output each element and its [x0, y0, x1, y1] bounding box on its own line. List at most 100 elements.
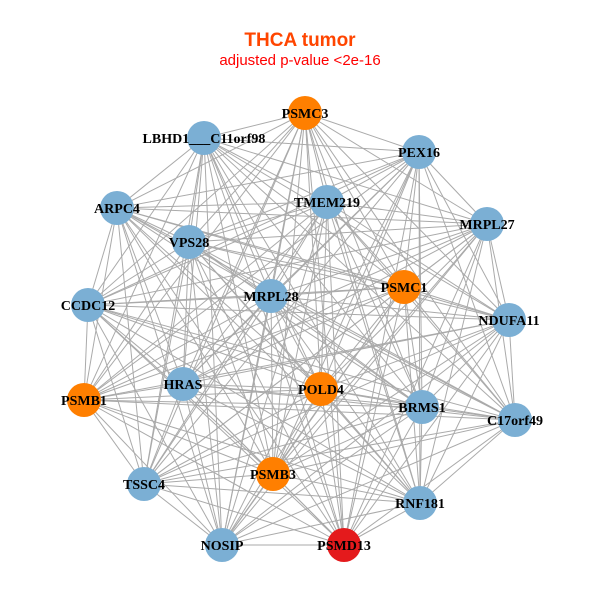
edge: [188, 241, 421, 504]
edge: [203, 137, 405, 288]
figure-title: THCA tumor: [244, 30, 356, 51]
edge: [87, 304, 223, 546]
edge: [421, 223, 488, 408]
node-psmc1: PSMC1: [381, 270, 427, 304]
edge: [116, 207, 274, 475]
edge: [320, 286, 405, 390]
edge: [182, 383, 516, 421]
node-circle: [470, 207, 504, 241]
node-pex16: PEX16: [398, 135, 440, 169]
node-arpc4: ARPC4: [94, 191, 140, 225]
node-label: C17orf49: [487, 414, 543, 429]
node-circle: [405, 390, 439, 424]
edge: [304, 112, 322, 390]
edge: [320, 388, 421, 504]
node-mrpl28: MRPL28: [243, 279, 299, 313]
edge: [182, 383, 223, 546]
edge: [270, 201, 328, 297]
edge: [87, 304, 322, 390]
edge: [116, 207, 345, 546]
node-label: MRPL27: [459, 218, 514, 233]
node-label: PSMB3: [250, 468, 296, 483]
edge: [272, 406, 423, 475]
edge: [83, 241, 190, 401]
edge: [188, 151, 420, 243]
edge: [83, 319, 510, 401]
node-circle: [127, 467, 161, 501]
node-label: RNF181: [395, 497, 445, 512]
edge: [326, 201, 510, 321]
edge: [304, 112, 420, 153]
edge: [203, 137, 322, 390]
edge: [87, 304, 423, 408]
edge: [221, 502, 421, 546]
node-label: ARPC4: [94, 202, 140, 217]
edge: [116, 207, 421, 504]
node-circle: [254, 279, 288, 313]
edge: [403, 151, 420, 288]
edge: [270, 295, 516, 421]
edge: [116, 112, 306, 209]
edge: [182, 286, 405, 385]
node-psmb3: PSMB3: [250, 457, 296, 491]
edge: [143, 241, 190, 485]
edge: [203, 137, 420, 153]
node-vps28: VPS28: [169, 225, 209, 259]
edge: [343, 286, 405, 546]
edge: [403, 286, 516, 421]
node-circle: [205, 528, 239, 562]
edge: [143, 151, 420, 485]
figure-subtitle: adjusted p-value <2e-16: [219, 52, 381, 69]
node-circle: [402, 135, 436, 169]
node-circle: [187, 121, 221, 155]
node-circle: [166, 367, 200, 401]
node-label: TMEM219: [294, 196, 360, 211]
edge: [418, 151, 516, 421]
edge: [326, 201, 488, 225]
edge: [320, 388, 345, 546]
node-tssc4: TSSC4: [123, 467, 165, 501]
edge: [304, 112, 423, 408]
node-label: POLD4: [298, 383, 344, 398]
edge: [221, 223, 488, 546]
edges: [83, 112, 516, 546]
node-circle: [288, 96, 322, 130]
edge: [272, 319, 510, 475]
edge: [304, 112, 421, 504]
node-label: LBHD1___C11orf98: [143, 132, 266, 147]
edge: [182, 383, 421, 504]
node-circle: [172, 225, 206, 259]
edge: [83, 295, 272, 401]
node-label: TSSC4: [123, 478, 165, 493]
node-label: PSMB1: [61, 394, 107, 409]
edge: [221, 201, 328, 546]
edge: [87, 223, 488, 306]
edge: [320, 319, 510, 390]
edge: [87, 112, 306, 306]
node-psmd13: PSMD13: [317, 528, 371, 562]
edge: [203, 137, 274, 475]
edge: [143, 388, 322, 485]
edge: [83, 399, 516, 421]
node-nosip: NOSIP: [201, 528, 244, 562]
edge: [419, 419, 516, 504]
edge: [221, 406, 423, 546]
node-label: CCDC12: [61, 299, 115, 314]
nodes: PSMC3LBHD1___C11orf98PEX16TMEM219ARPC4MR…: [61, 96, 543, 562]
edge: [116, 201, 328, 209]
edge: [83, 201, 328, 401]
node-circle: [304, 372, 338, 406]
node-circle: [71, 288, 105, 322]
edge: [203, 112, 306, 139]
node-label: NOSIP: [201, 539, 244, 554]
edge: [188, 241, 510, 321]
edge: [203, 137, 328, 203]
edge: [87, 304, 184, 385]
edge: [272, 419, 516, 475]
edge: [83, 399, 421, 504]
edge: [87, 304, 510, 321]
edge: [143, 295, 272, 485]
node-pold4: POLD4: [298, 372, 344, 406]
edge: [87, 304, 516, 421]
